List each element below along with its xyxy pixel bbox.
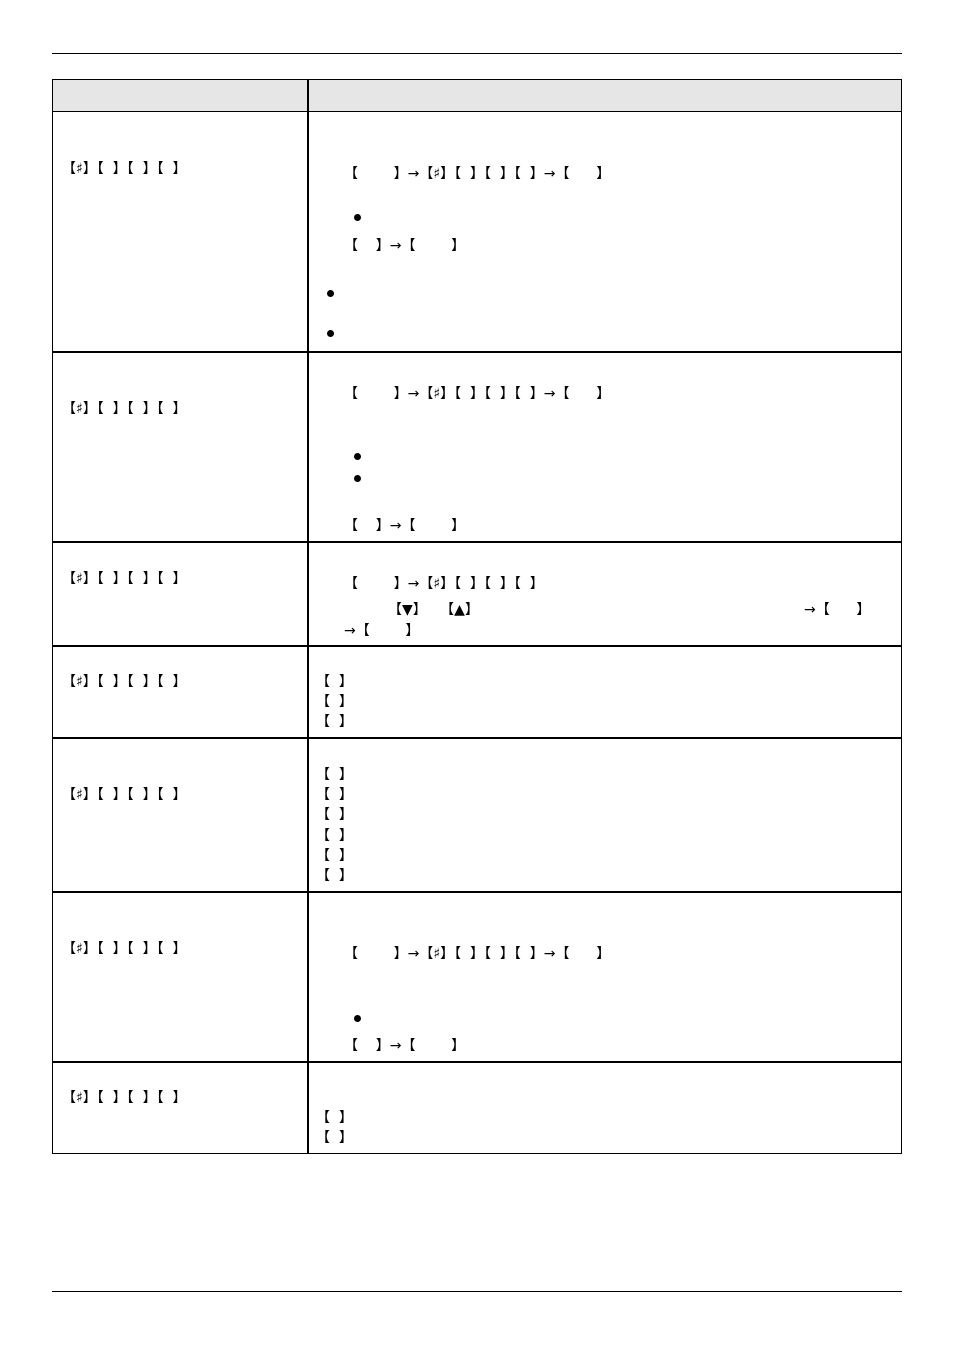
top-rule <box>52 53 902 54</box>
table-header <box>53 80 901 112</box>
row-divider <box>53 541 901 543</box>
row-divider <box>53 737 901 739</box>
option-key: 【 】 <box>316 694 353 710</box>
bullet <box>354 475 361 482</box>
key-sequence: 【 】→【♯】【 】【 】【 】→【 】 <box>344 386 611 402</box>
bullet <box>354 453 361 460</box>
feature-code: 【♯】【 】【 】【 】 <box>62 1090 187 1106</box>
key-sequence: 【 】→【 】 <box>344 1038 466 1054</box>
feature-code: 【♯】【 】【 】【 】 <box>62 401 187 417</box>
option-key: 【 】 <box>316 674 353 690</box>
column-divider <box>307 80 309 1153</box>
bullet <box>327 330 334 337</box>
bullet <box>327 290 334 297</box>
feature-code: 【♯】【 】【 】【 】 <box>62 571 187 587</box>
feature-code-table <box>52 79 902 1154</box>
row-divider <box>53 1061 901 1063</box>
key-sequence: →【 】 <box>804 602 871 618</box>
row-divider <box>53 645 901 647</box>
key-sequence: 【 】→【 】 <box>344 518 466 534</box>
key-sequence: →【 】 <box>344 623 420 639</box>
feature-code: 【♯】【 】【 】【 】 <box>62 941 187 957</box>
option-key: 【 】 <box>316 828 353 844</box>
feature-code: 【♯】【 】【 】【 】 <box>62 161 187 177</box>
option-key: 【 】 <box>316 848 353 864</box>
option-key: 【 】 <box>316 1130 353 1146</box>
option-key: 【 】 <box>316 807 353 823</box>
feature-code: 【♯】【 】【 】【 】 <box>62 674 187 690</box>
bullet <box>354 214 361 221</box>
option-key: 【 】 <box>316 787 353 803</box>
bullet <box>354 1015 361 1022</box>
option-key: 【 】 <box>316 767 353 783</box>
key-sequence: 【 】→【♯】【 】【 】【 】 <box>344 576 544 592</box>
scroll-keys: 【▼】 【▲】 <box>388 602 479 618</box>
option-key: 【 】 <box>316 1110 353 1126</box>
feature-code: 【♯】【 】【 】【 】 <box>62 787 187 803</box>
row-divider <box>53 351 901 353</box>
bottom-rule <box>52 1291 902 1292</box>
key-sequence: 【 】→【 】 <box>344 238 466 254</box>
row-divider <box>53 891 901 893</box>
option-key: 【 】 <box>316 714 353 730</box>
key-sequence: 【 】→【♯】【 】【 】【 】→【 】 <box>344 166 611 182</box>
key-sequence: 【 】→【♯】【 】【 】【 】→【 】 <box>344 946 611 962</box>
option-key: 【 】 <box>316 868 353 884</box>
